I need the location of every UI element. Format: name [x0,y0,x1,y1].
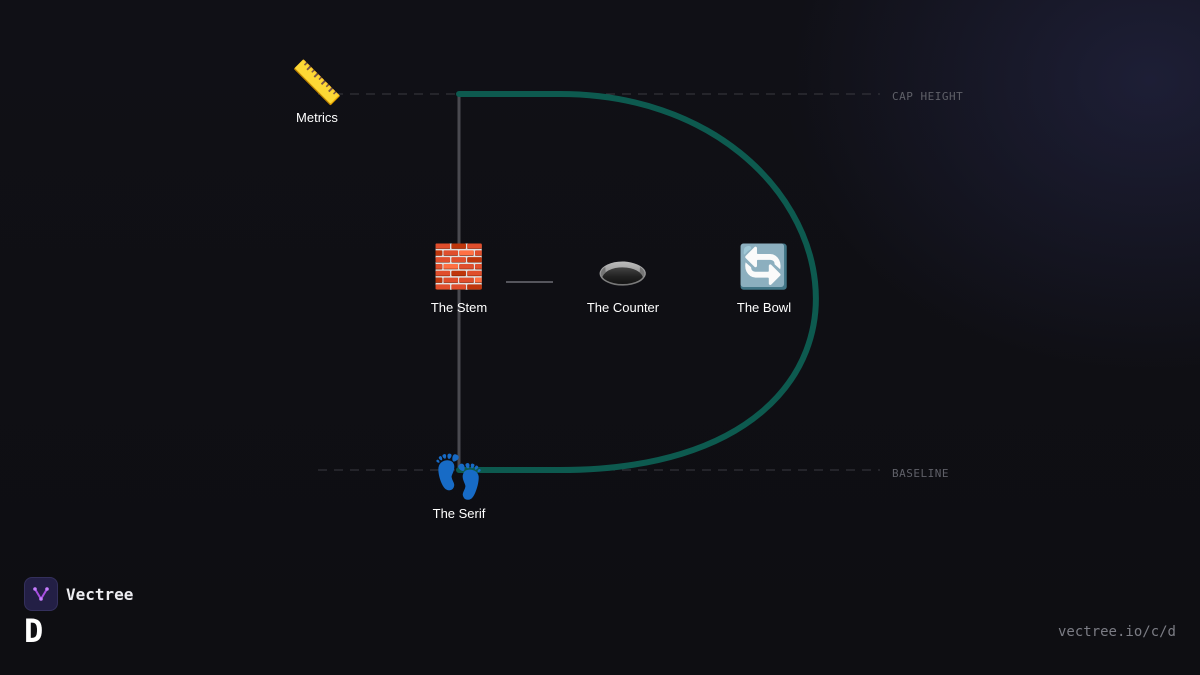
ruler-icon: 📏 [290,58,344,107]
node-stem[interactable]: 🧱 The Stem [399,242,519,315]
brand-name: Vectree [66,584,134,604]
footprints-icon: 👣 [432,452,486,501]
vectree-logo-icon [24,577,58,611]
node-counter-label: The Counter [586,300,660,315]
brick-icon: 🧱 [432,242,486,291]
cap-height-label: CAP HEIGHT [892,90,964,103]
cycle-arrows-icon: 🔄 [737,242,791,291]
node-counter[interactable]: 🕳️ The Counter [563,242,683,315]
brand[interactable]: Vectree [24,577,133,611]
hole-icon: 🕳️ [596,242,650,291]
node-serif[interactable]: 👣 The Serif [399,452,519,521]
footer-url[interactable]: vectree.io/c/d [1057,624,1176,640]
node-bowl-label: The Bowl [736,300,792,315]
glyph-letter: D [24,612,44,650]
baseline-label: BASELINE [892,467,949,480]
node-metrics-label: Metrics [296,110,338,125]
bowl-curve [456,91,819,473]
node-stem-label: The Stem [430,300,488,315]
node-serif-label: The Serif [432,506,486,521]
node-bowl[interactable]: 🔄 The Bowl [704,242,824,315]
node-metrics[interactable]: 📏 Metrics [257,58,377,125]
